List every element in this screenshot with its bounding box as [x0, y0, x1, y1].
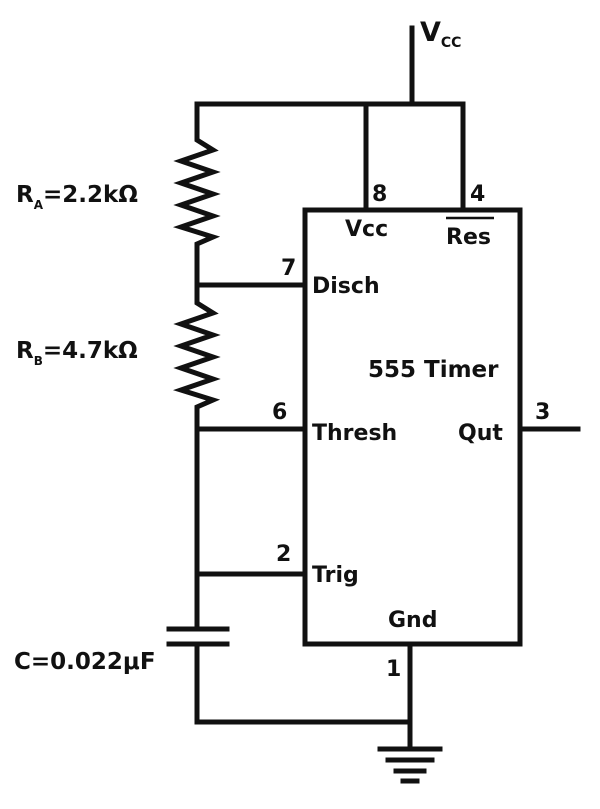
resistor-rb-label: RB=4.7kΩ	[16, 338, 138, 368]
pin2-number: 2	[276, 542, 291, 567]
pin-label-trig: Trig	[312, 563, 359, 588]
resistor-ra-symbol	[172, 101, 221, 288]
pin7-number: 7	[281, 256, 296, 281]
ic-555-body	[302, 207, 523, 647]
pin-label-res: Res	[446, 225, 491, 250]
pin-label-out: Qut	[458, 421, 503, 446]
pin8-number: 8	[372, 182, 387, 207]
pin3-number: 3	[535, 400, 550, 425]
resistor-rb-symbol	[172, 282, 221, 432]
pin6-number: 6	[272, 400, 287, 425]
pin-label-thresh: Thresh	[312, 421, 397, 446]
chip-title: 555 Timer	[368, 357, 499, 383]
vcc-supply-label: VCC	[420, 17, 461, 51]
capacitor-label: C=0.022μF	[14, 649, 156, 675]
pin-label-vcc: Vcc	[345, 217, 388, 242]
pin4-number: 4	[470, 182, 485, 207]
pin1-number: 1	[386, 657, 401, 682]
pin-label-disch: Disch	[312, 274, 380, 299]
capacitor-ground-wire	[194, 641, 413, 725]
resistor-ra-label: RA=2.2kΩ	[16, 182, 138, 212]
pin-label-gnd: Gnd	[388, 608, 437, 633]
